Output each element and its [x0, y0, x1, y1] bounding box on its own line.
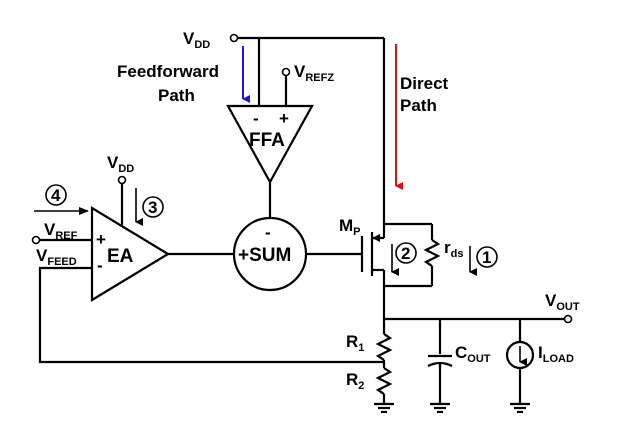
feedforward-label-line2: Path — [158, 86, 195, 105]
vdd-top-rail — [229, 33, 386, 224]
ea-minus: - — [97, 256, 103, 275]
vref-terminal — [31, 235, 92, 245]
ffa-minus: - — [253, 109, 259, 128]
vref-label: VREF — [44, 220, 78, 242]
cout-label: COUT — [455, 343, 491, 365]
ea-plus: + — [96, 230, 106, 249]
load-current-source — [505, 319, 535, 414]
svg-text:3: 3 — [148, 198, 157, 217]
vdd-ea-terminal — [117, 175, 127, 185]
feedforward-label-line1: Feedforward — [117, 62, 219, 81]
iload-label: ILOAD — [538, 343, 574, 365]
r1-label: R1 — [346, 332, 364, 354]
output-node — [384, 314, 573, 324]
ffa-label: FFA — [249, 130, 285, 151]
vrefz-terminal — [281, 67, 291, 106]
vout-label: VOUT — [545, 291, 580, 313]
ffa-amplifier — [226, 104, 314, 218]
marker-3: 3 — [142, 196, 164, 218]
ffa-plus: + — [279, 109, 289, 128]
direct-label-line1: Direct — [400, 74, 449, 93]
mp-label: MP — [339, 216, 361, 238]
svg-text:4: 4 — [51, 186, 61, 205]
svg-text:1: 1 — [482, 248, 491, 267]
vdd-ea-label: VDD — [107, 153, 134, 175]
mp-transistor — [360, 222, 441, 319]
marker-2: 2 — [395, 242, 417, 264]
feedback-wire — [38, 266, 384, 364]
vdd-top-label: VDD — [183, 29, 210, 51]
vrefz-label: VREFZ — [294, 62, 334, 84]
r2-label: R2 — [346, 370, 364, 392]
rds-label: rds — [444, 238, 463, 260]
ea-label: EA — [107, 246, 134, 267]
sum-label: +SUM — [238, 245, 291, 266]
vfeed-label: VFEED — [36, 246, 77, 268]
resistor-divider — [374, 319, 394, 414]
ea-amplifier — [90, 183, 234, 302]
marker-1: 1 — [476, 246, 498, 268]
svg-text:2: 2 — [401, 244, 410, 263]
direct-label-line2: Path — [400, 96, 437, 115]
output-capacitor — [427, 319, 453, 414]
sum-minus: - — [265, 223, 271, 242]
marker-4: 4 — [45, 184, 67, 206]
